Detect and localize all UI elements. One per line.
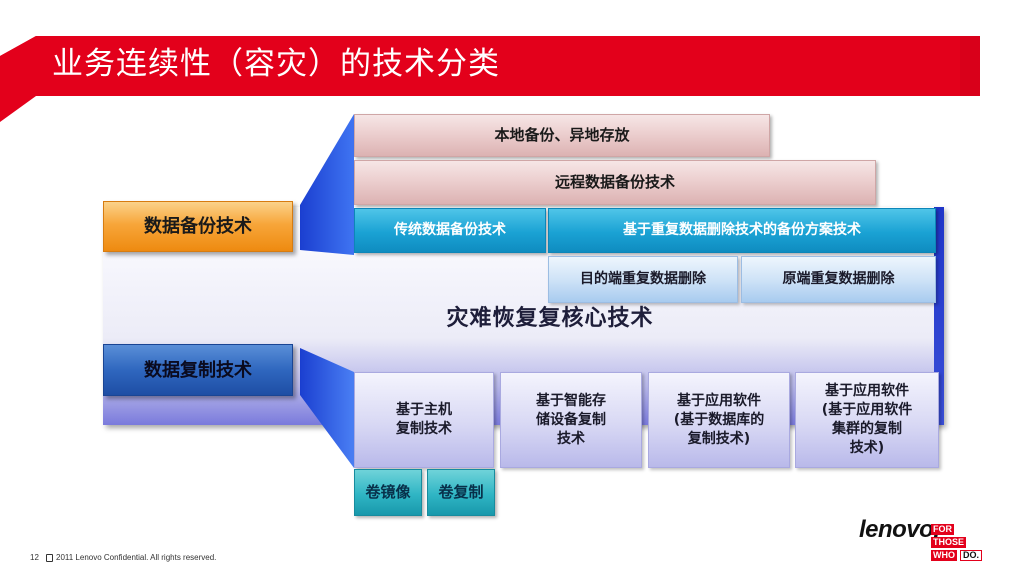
tagline-those: THOSE xyxy=(931,537,967,548)
banner-tail xyxy=(0,36,36,122)
copyright-text: 2011 Lenovo Confidential. All rights res… xyxy=(56,553,217,562)
cluster-replication-line2: (基于应用软件 xyxy=(821,402,913,418)
database-replication-line2: (基于数据库的 xyxy=(673,411,765,428)
database-replication-line1: 基于应用软件 xyxy=(677,392,761,409)
dedup-solution-label: 基于重复数据删除技术的备份方案技术 xyxy=(623,222,861,238)
storage-replication-line1: 基于智能存 xyxy=(536,392,606,409)
core-technology-label: 灾难恢复复核心技术 xyxy=(446,306,654,331)
local-offsite-label: 本地备份、异地存放 xyxy=(494,126,630,144)
volume-copy-box: 卷复制 xyxy=(427,469,495,516)
traditional-backup-box: 传统数据备份技术 xyxy=(354,208,546,253)
storage-replication-line2: 储设备复制 xyxy=(536,411,606,428)
page-number: 12 xyxy=(30,553,39,562)
diagram-base-edge xyxy=(934,207,944,425)
lenovo-wordmark: lenovo. xyxy=(859,516,940,543)
remote-backup-box: 远程数据备份技术 xyxy=(354,160,876,205)
page-title: 业务连续性（容灾）的技术分类 xyxy=(52,46,500,82)
volume-mirror-label: 卷镜像 xyxy=(365,483,411,501)
database-replication-line3: 复制技术) xyxy=(687,430,751,447)
tagline-who: WHO xyxy=(931,550,957,561)
backup-category-box: 数据备份技术 xyxy=(103,201,293,252)
host-replication-line1: 基于主机 xyxy=(396,402,452,418)
volume-copy-label: 卷复制 xyxy=(438,483,484,501)
tagline-for: FOR xyxy=(931,524,954,535)
volume-mirror-box: 卷镜像 xyxy=(354,469,422,516)
cluster-replication-line1: 基于应用软件 xyxy=(825,383,909,399)
banner-shape xyxy=(0,36,980,96)
target-dedup-box: 目的端重复数据删除 xyxy=(548,256,738,303)
tagline-do: DO. xyxy=(960,550,983,561)
host-replication-line2: 复制技术 xyxy=(396,421,452,437)
cluster-replication-box: 基于应用软件 (基于应用软件 集群的复制 技术) xyxy=(795,372,939,468)
cluster-replication-line3: 集群的复制 xyxy=(832,421,902,437)
source-dedup-box: 原端重复数据删除 xyxy=(741,256,936,303)
remote-backup-label: 远程数据备份技术 xyxy=(554,173,675,191)
local-offsite-box: 本地备份、异地存放 xyxy=(354,114,770,157)
storage-replication-line3: 技术 xyxy=(557,430,585,447)
dedup-solution-box: 基于重复数据删除技术的备份方案技术 xyxy=(548,208,936,253)
replication-category-label: 数据复制技术 xyxy=(144,359,252,381)
storage-replication-box: 基于智能存 储设备复制 技术 xyxy=(500,372,642,468)
cluster-replication-line4: 技术) xyxy=(849,440,885,456)
database-replication-box: 基于应用软件 (基于数据库的 复制技术) xyxy=(648,372,790,468)
host-replication-box: 基于主机 复制技术 xyxy=(354,372,494,468)
title-banner: 业务连续性（容灾）的技术分类 xyxy=(0,36,980,96)
source-dedup-label: 原端重复数据删除 xyxy=(782,271,895,287)
traditional-backup-label: 传统数据备份技术 xyxy=(394,222,506,238)
replication-category-box: 数据复制技术 xyxy=(103,344,293,396)
target-dedup-label: 目的端重复数据删除 xyxy=(580,271,706,287)
backup-category-label: 数据备份技术 xyxy=(144,216,252,237)
copyright-icon xyxy=(46,554,53,562)
